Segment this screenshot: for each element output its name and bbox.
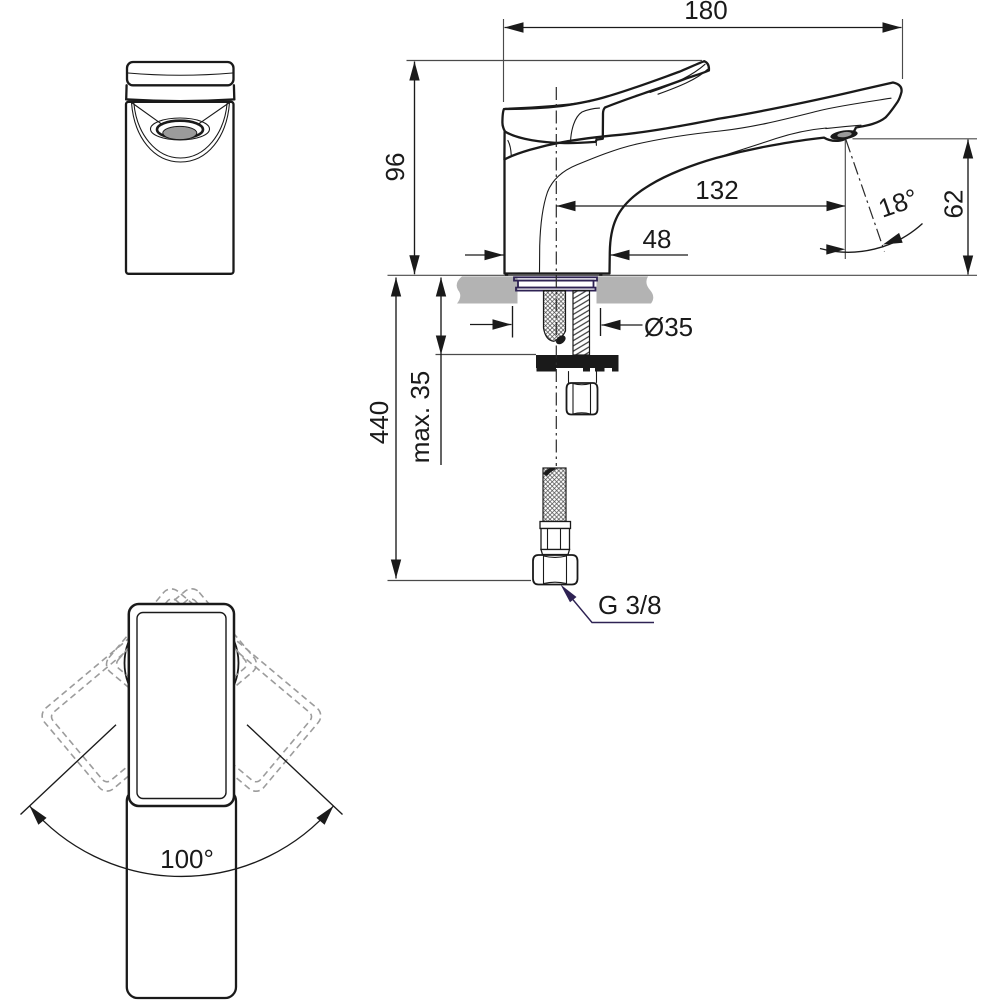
svg-text:132: 132 xyxy=(695,175,738,205)
svg-text:62: 62 xyxy=(939,190,969,219)
svg-text:440: 440 xyxy=(364,401,394,444)
svg-text:48: 48 xyxy=(643,224,672,254)
svg-text:Ø35: Ø35 xyxy=(644,312,693,342)
svg-text:180: 180 xyxy=(684,0,727,25)
svg-text:G 3/8: G 3/8 xyxy=(598,590,662,620)
svg-text:96: 96 xyxy=(380,153,410,182)
svg-text:100°: 100° xyxy=(160,844,214,874)
svg-text:max. 35: max. 35 xyxy=(405,371,435,464)
